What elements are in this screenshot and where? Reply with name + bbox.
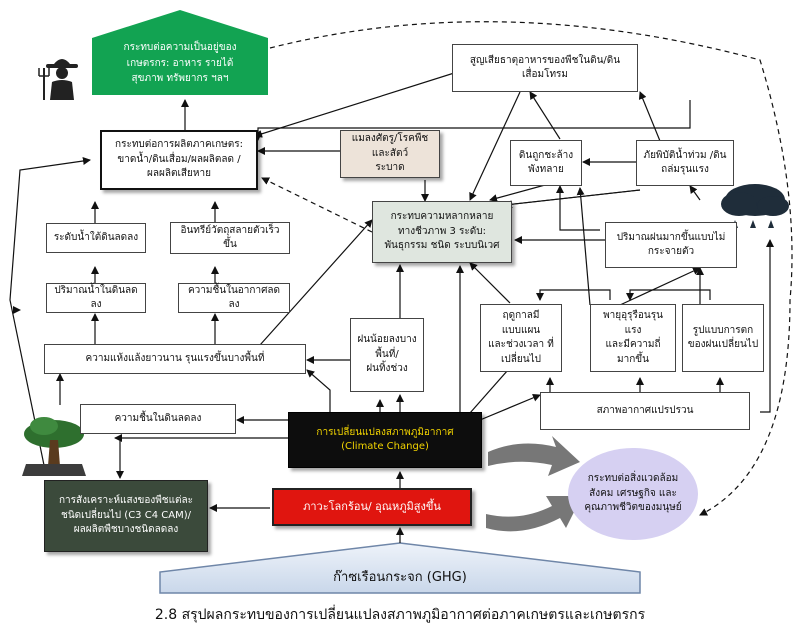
weather-variability-box: สภาพอากาศแปรปรวน bbox=[540, 392, 750, 430]
tree-icon bbox=[22, 417, 86, 476]
pests-diseases-box: แมลงศัตรู/โรคพืชและสัตว์ ระบาด bbox=[340, 130, 440, 178]
ghg-label: ก๊าซเรือนกระจก (GHG) bbox=[333, 570, 467, 585]
gray-arrow-upper bbox=[488, 436, 580, 476]
rain-cloud-icon bbox=[721, 184, 789, 228]
gray-arrow-lower bbox=[486, 496, 582, 532]
air-humidity-drop-box: ความชื้นในอากาศลดลง bbox=[178, 283, 290, 313]
nutrient-loss-box: สูญเสียธาตุอาหารของพืชในดิน/ดิน เสื่อมโท… bbox=[452, 44, 638, 92]
organic-decompose-box: อินทรีย์วัตถุสลายตัวเร็วขึ้น bbox=[170, 222, 290, 254]
rain-pattern-box: รูปแบบการตก ของฝนเปลี่ยนไป bbox=[682, 304, 764, 372]
dashed-connectors bbox=[261, 21, 793, 516]
heavy-rain-box: ปริมาณฝนมากขึ้นแบบไม่ กระจายตัว bbox=[605, 222, 737, 268]
ghg-arrow-shape bbox=[159, 542, 641, 594]
photosynthesis-box: การสังเคราะห์แสงของพืชแต่ละ ชนิดเปลี่ยนไ… bbox=[44, 480, 208, 552]
climate-change-label-en: (Climate Change) bbox=[341, 441, 429, 452]
soil-water-drop-box: ปริมาณน้ำในดินลดลง bbox=[46, 283, 146, 313]
soil-moisture-drop-box: ความชื้นในดินลดลง bbox=[80, 404, 236, 434]
flood-landslide-box: ภัยพิบัติน้ำท่วม /ดิน ถล่มรุนแรง bbox=[636, 140, 734, 186]
flow-arrows bbox=[9, 67, 774, 543]
climate-change-box: การเปลี่ยนแปลงสภาพภูมิอากาศ (Climate Cha… bbox=[288, 412, 482, 468]
groundwater-drop-box: ระดับน้ำใต้ดินลดลง bbox=[46, 223, 146, 253]
global-warming-box: ภาวะโลกร้อน/ อุณหภูมิสูงขึ้น bbox=[272, 488, 472, 526]
climate-change-label-th: การเปลี่ยนแปลงสภาพภูมิอากาศ bbox=[316, 426, 454, 438]
impact-farmers-label: กระทบต่อความเป็นอยู่ของ เกษตรกร: อาหาร ร… bbox=[123, 42, 237, 84]
figure-caption: 2.8 สรุปผลกระทบของการเปลี่ยนแปลงสภาพภูมิ… bbox=[154, 607, 646, 623]
less-rain-box: ฝนน้อยลงบาง พื้นที่/ ฝนทิ้งช่วง bbox=[350, 318, 424, 392]
biodiversity-box: กระทบความหลากหลาย ทางชีวภาพ 3 ระดับ: พัน… bbox=[372, 201, 512, 263]
drought-box: ความแห้งแล้งยาวนาน รุนแรงขึ้นบางพื้นที่ bbox=[44, 344, 306, 374]
season-change-box: ฤดูกาลมีแบบแผน และช่วงเวลา ที่ เปลี่ยนไป bbox=[480, 304, 562, 372]
storms-box: พายุอุรุรือนรุนแรง และมีความถี่ มากขึ้น bbox=[590, 304, 676, 372]
impact-env-society-ellipse: กระทบต่อสิ่งแวดล้อม สังคม เศรษฐกิจ และ ค… bbox=[568, 448, 698, 540]
impact-agri-production-box: กระทบต่อการผลิตภาคเกษตร: ขาดน้ำ/ดินเสื่อ… bbox=[100, 130, 258, 190]
farmer-icon bbox=[38, 59, 78, 100]
soil-erosion-box: ดินถูกชะล้าง พังทลาย bbox=[510, 140, 582, 186]
impact-farmers-shape bbox=[92, 10, 268, 95]
